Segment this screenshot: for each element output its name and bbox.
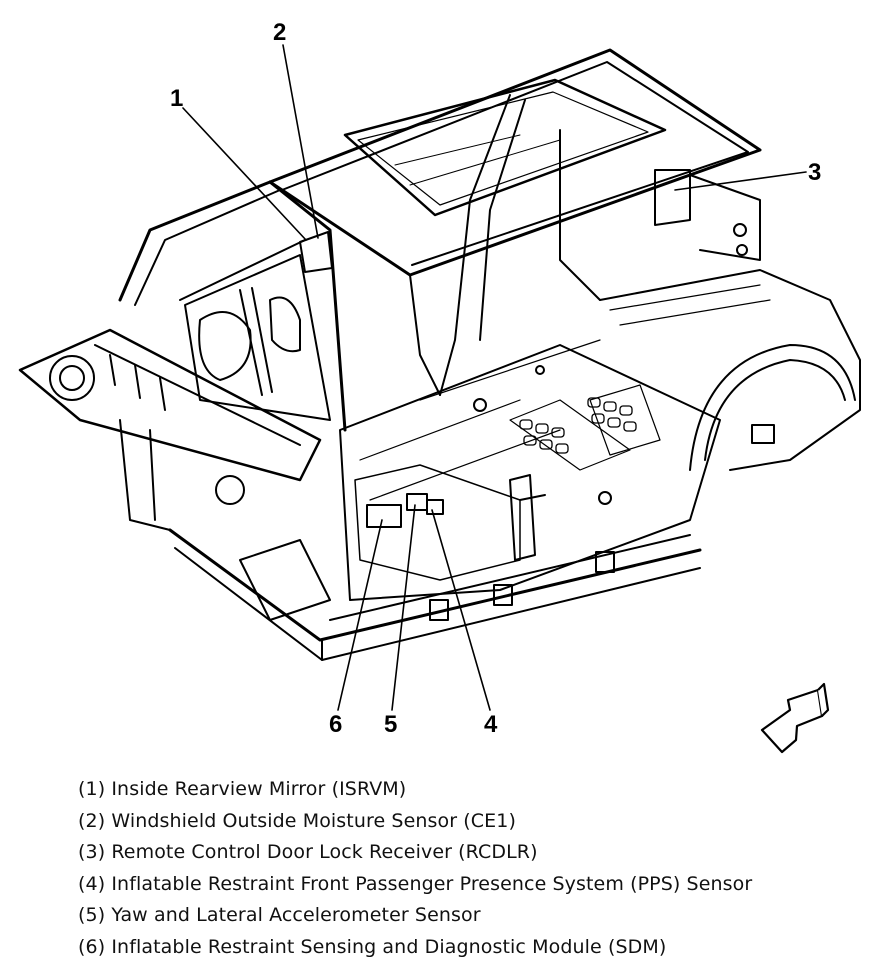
windshield-frame — [118, 180, 441, 432]
vehicle-body-diagram: 1 2 3 4 5 6 — [18, 19, 861, 754]
floor-pad-pattern — [519, 397, 637, 454]
legend-item-5: (5) Yaw and Lateral Accelerometer Sensor — [78, 904, 481, 926]
floor-pan — [339, 339, 721, 601]
legend-item-4: (4) Inflatable Restraint Front Passenger… — [78, 872, 753, 895]
roof-panel — [268, 48, 762, 277]
rocker-sill — [168, 528, 702, 661]
legend-item-1: (1) Inside Rearview Mirror (ISRVM) — [78, 778, 407, 800]
callout-6: 6 — [329, 711, 342, 738]
legend-item-3: (3) Remote Control Door Lock Receiver (R… — [78, 841, 538, 863]
front-cowl — [18, 328, 331, 621]
callout-3: 3 — [808, 159, 821, 186]
callout-2: 2 — [273, 19, 286, 46]
legend: (1) Inside Rearview Mirror (ISRVM) (2) W… — [78, 774, 878, 963]
callout-5: 5 — [384, 711, 397, 738]
right-side-wall — [439, 94, 761, 396]
legend-item-2: (2) Windshield Outside Moisture Sensor (… — [78, 809, 516, 832]
mirror-mount — [299, 231, 333, 273]
center-tunnel — [354, 464, 546, 581]
front-direction-arrow-icon — [760, 682, 830, 754]
callout-1: 1 — [170, 85, 183, 112]
callout-4: 4 — [484, 711, 498, 738]
leader-lines — [182, 44, 807, 711]
rear-wheelhouse — [599, 269, 861, 471]
legend-item-6: (6) Inflatable Restraint Sensing and Dia… — [78, 935, 667, 958]
left-door-opening — [184, 254, 331, 421]
